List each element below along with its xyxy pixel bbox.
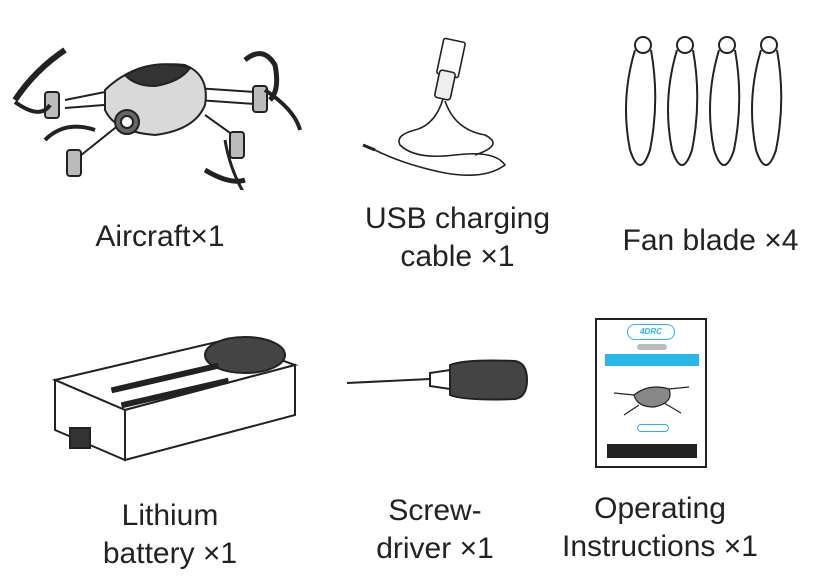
screwdriver-label: Screw- driver ×1: [345, 492, 525, 568]
manual-logo: 4DRC: [627, 324, 675, 340]
usb-cable-label-line: cable ×1: [400, 240, 515, 273]
usb-cable-label-line: USB charging: [364, 202, 551, 235]
fan-blade-label: Fan blade ×4: [603, 222, 818, 260]
manual-drone-icon: [613, 386, 690, 416]
screwdriver-label-line: driver ×1: [376, 532, 494, 565]
battery-label-line: Lithium: [121, 499, 219, 532]
manual-label: Operating Instructions ×1: [545, 490, 775, 566]
aircraft-label-line: Aircraft×1: [95, 220, 225, 253]
manual-accent-pill: [637, 424, 669, 432]
usb-cable-label: USB charging cable ×1: [340, 200, 575, 276]
fan-blade-icon: [709, 36, 741, 166]
fan-blade-icon: [625, 36, 657, 166]
fan-blade-illustration: [625, 36, 783, 166]
manual-label-line: Instructions ×1: [562, 530, 758, 563]
screwdriver-label-line: Screw-: [388, 494, 482, 527]
manual-accent-bar: [605, 354, 699, 366]
manual-gray-bar: [637, 344, 667, 350]
fan-blade-icon: [751, 36, 783, 166]
aircraft-label: Aircraft×1: [60, 218, 260, 256]
fan-blade-label-line: Fan blade ×4: [622, 224, 799, 257]
manual-label-line: Operating: [594, 492, 726, 525]
manual-footer-bar: [607, 444, 697, 458]
battery-label: Lithium battery ×1: [50, 497, 290, 573]
usb-cable-illustration: [362, 37, 507, 176]
screwdriver-illustration: [346, 359, 529, 401]
manual-illustration: 4DRC: [595, 318, 707, 468]
battery-label-line: battery ×1: [102, 537, 238, 570]
fan-blade-icon: [667, 36, 699, 166]
battery-illustration: [51, 336, 299, 462]
aircraft-illustration: [12, 47, 302, 190]
